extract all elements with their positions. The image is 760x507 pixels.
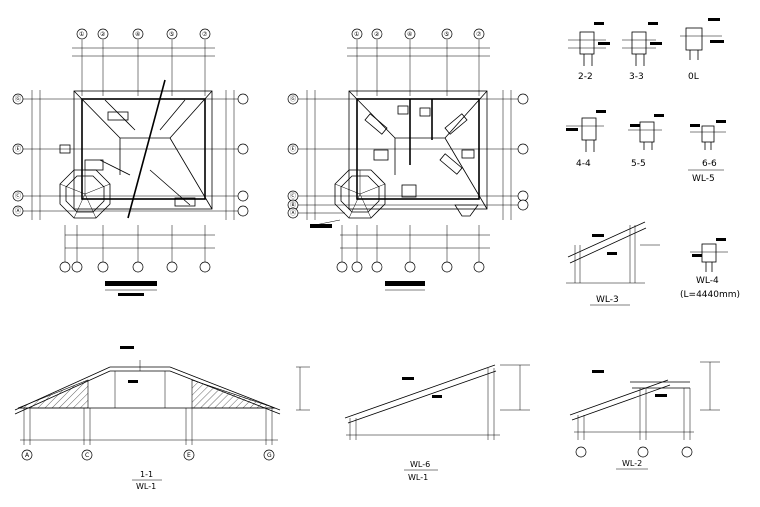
e11-axis-a: A <box>25 452 30 459</box>
roof-plan-1: ① ② ④ ⑤ ⑦ Ⓖ Ⓔ Ⓒ Ⓐ <box>12 28 249 296</box>
e11-axis-c: C <box>85 452 89 459</box>
section-2-2-label: 2-2 <box>578 72 593 82</box>
plan2-row-axis-left: Ⓖ Ⓔ Ⓒ Ⓑ Ⓐ <box>287 93 299 219</box>
section-wl4-label: WL-4 <box>696 276 719 286</box>
plan1-col-1: ① <box>79 31 84 38</box>
plan1-column-axis-top: ① ② ④ ⑤ ⑦ <box>76 28 211 40</box>
elevation-wl-6: WL-6 WL-1 <box>344 364 530 482</box>
plan1-col-2: ② <box>100 31 106 38</box>
section-6-6: 6-6 WL-5 <box>688 120 726 184</box>
section-0l-label: 0L <box>688 72 699 82</box>
plan2-row-c: Ⓒ <box>290 192 296 200</box>
section-5-5-label: 5-5 <box>631 159 646 169</box>
section-3-3-label: 3-3 <box>629 72 644 82</box>
section-6-6-label: 6-6 <box>702 159 717 169</box>
elevation-wl6-subtitle: WL-1 <box>408 473 428 482</box>
elevation-1-1: A C E G 1-1 WL-1 <box>14 346 310 491</box>
plan2-col-7: ⑦ <box>476 31 482 38</box>
plan1-row-g: Ⓖ <box>15 95 21 103</box>
plan2-row-g: Ⓖ <box>290 95 296 103</box>
plan2-row-e: Ⓔ <box>290 145 296 153</box>
elevation-wl2-title: WL-2 <box>622 459 642 468</box>
plan1-row-a: Ⓐ <box>15 207 21 215</box>
plan1-row-axis-left: Ⓖ Ⓔ Ⓒ Ⓐ <box>12 93 24 217</box>
plan1-row-e: Ⓔ <box>15 145 21 153</box>
e11-axis-e: E <box>187 452 191 459</box>
plan1-row-c: Ⓒ <box>15 192 21 200</box>
plan1-col-4: ⑤ <box>169 31 174 38</box>
section-wl3-label: WL-3 <box>596 295 619 305</box>
plan1-col-3: ④ <box>135 31 140 38</box>
plan2-row-b: Ⓑ <box>290 201 296 209</box>
elevation-1-1-subtitle: WL-1 <box>136 482 156 491</box>
section-0l: 0L <box>680 18 724 82</box>
section-2-2: 2-2 <box>568 22 610 82</box>
plan1-col-5: ⑦ <box>202 31 208 38</box>
roof-plan-2: ① ② ④ ⑤ ⑦ Ⓖ Ⓔ Ⓒ Ⓑ Ⓐ <box>287 28 529 291</box>
section-4-4: 4-4 <box>566 110 606 169</box>
plan2-col-5: ⑤ <box>444 31 449 38</box>
section-wl5-label: WL-5 <box>692 174 715 184</box>
plan2-row-a: Ⓐ <box>290 209 296 217</box>
plan2-col-2: ② <box>374 31 380 38</box>
section-wl-3: WL-3 <box>566 221 660 306</box>
elevation-wl-2: WL-2 <box>569 361 720 470</box>
beam-section-details: 2-2 3-3 0L <box>566 18 740 306</box>
plan2-column-axis-top: ① ② ④ ⑤ ⑦ <box>351 28 485 40</box>
plan2-col-4: ④ <box>407 31 412 38</box>
plan2-col-1: ① <box>354 31 359 38</box>
section-3-3: 3-3 <box>622 22 662 82</box>
section-wl-4: WL-4 (L=4440mm) <box>680 238 740 300</box>
section-4-4-label: 4-4 <box>576 159 591 169</box>
elevation-wl6-title: WL-6 <box>410 460 430 469</box>
section-5-5: 5-5 <box>628 114 664 169</box>
e11-axis-g: G <box>267 452 272 459</box>
elevation-1-1-title: 1-1 <box>140 470 153 479</box>
section-wl4-length: (L=4440mm) <box>680 290 740 300</box>
